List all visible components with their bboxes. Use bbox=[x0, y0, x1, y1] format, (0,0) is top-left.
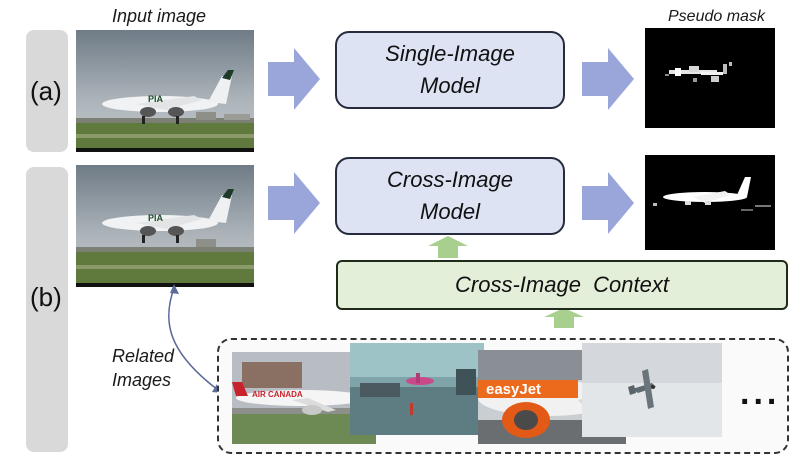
related-image-airport-apron bbox=[350, 343, 484, 435]
cross-image-context-label: Cross-Image Context bbox=[455, 272, 669, 297]
input-image-a: PIA bbox=[76, 30, 254, 152]
row-a-label-bar bbox=[26, 30, 68, 152]
air-canada-text: AIR CANADA bbox=[252, 390, 303, 399]
row-a-label: (a) bbox=[30, 76, 62, 106]
single-image-model-line1: Single-Image bbox=[385, 41, 515, 66]
single-image-model-box: Single-Image Model bbox=[335, 31, 565, 109]
easyjet-text: easyJet bbox=[486, 381, 541, 398]
cross-image-context-box: Cross-Image Context bbox=[336, 260, 788, 310]
cross-image-model-box: Cross-Image Model bbox=[335, 157, 565, 235]
related-images-label: Related Images bbox=[112, 344, 174, 392]
pseudo-mask-a bbox=[645, 28, 775, 128]
cross-image-model-line1: Cross-Image bbox=[387, 167, 513, 192]
row-b-label: (b) bbox=[30, 282, 62, 312]
related-images-line2: Images bbox=[112, 370, 172, 390]
svg-text:PIA: PIA bbox=[148, 94, 164, 104]
arrow-related-to-context bbox=[544, 308, 584, 328]
arrow-input-to-single-model bbox=[268, 48, 320, 110]
pseudo-mask-b bbox=[645, 155, 775, 250]
input-image-heading: Input image bbox=[112, 6, 207, 26]
arrow-single-model-to-mask bbox=[582, 48, 634, 110]
cross-image-model-line2: Model bbox=[420, 199, 480, 224]
arrow-context-to-cross-model bbox=[428, 236, 468, 258]
row-b-label-bar bbox=[26, 167, 68, 452]
single-image-model-line2: Model bbox=[420, 73, 480, 98]
svg-text:PIA: PIA bbox=[148, 213, 164, 223]
arrow-cross-model-to-mask bbox=[582, 172, 634, 234]
pseudo-mask-heading: Pseudo mask bbox=[668, 8, 765, 25]
more-images-ellipsis: ... bbox=[740, 374, 781, 412]
arrow-input-to-cross-model bbox=[268, 172, 320, 234]
related-image-fighter-plane bbox=[582, 343, 722, 437]
related-images-line1: Related bbox=[112, 346, 175, 366]
input-image-b: PIA bbox=[76, 165, 254, 287]
